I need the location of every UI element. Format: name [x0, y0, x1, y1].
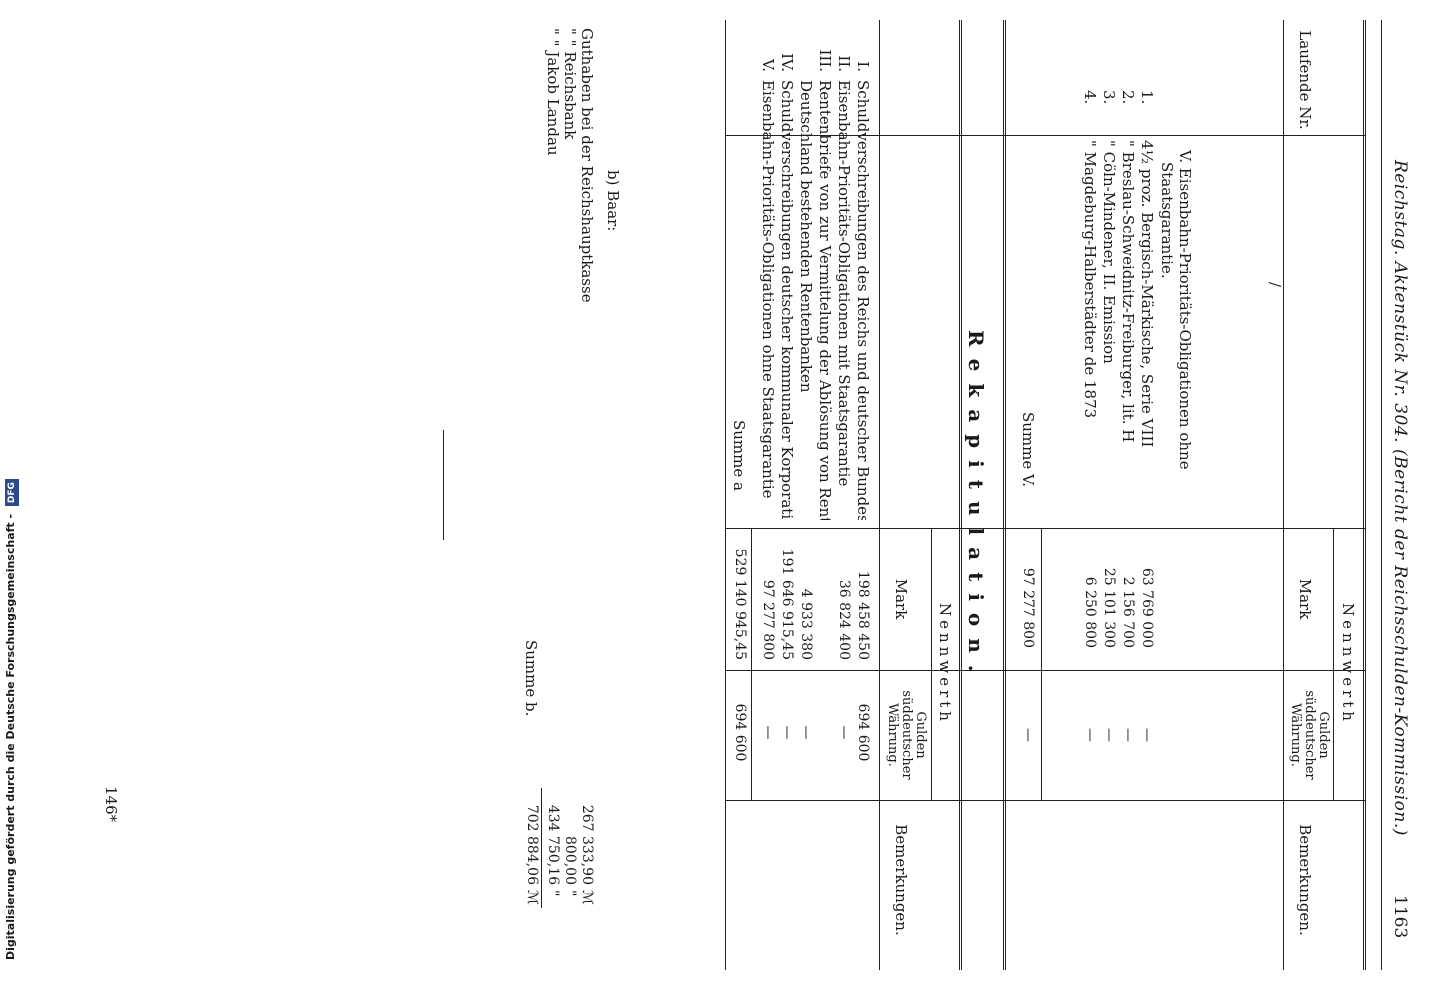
list-item-value: 267 333,90 — [579, 804, 595, 885]
table-row-no: III. — [816, 49, 834, 72]
stray-mark: / — [1266, 282, 1284, 288]
table-row-gulden: — — [1101, 728, 1117, 742]
table-row-mark: 25 101 300 — [1101, 567, 1117, 648]
recap-col-nennwerth-header: Nennwerth — [936, 603, 954, 725]
table-row-desc: Schuldverschreibungen deutscher kommunal… — [778, 80, 796, 520]
sum-b-label: Summe b. — [522, 640, 540, 717]
table-row-desc: " Magdeburg-Halberstädter de 1873 — [1081, 140, 1099, 419]
recap-col-bem-header: Bemerkungen. — [892, 824, 910, 936]
list-item: " " Jakob Landau — [544, 28, 562, 156]
list-item: " " Reichsbank — [561, 28, 579, 140]
table-row-desc: Schuldverschreibungen des Reichs und deu… — [854, 80, 872, 520]
list-item: Guthaben bei der Reichshauptkasse — [578, 28, 596, 303]
section-title: V. Eisenbahn-Prioritäts-Obligationen ohn… — [1158, 150, 1194, 470]
list-item-value: 434 750,16 — [545, 804, 561, 885]
col-bem-header: Bemerkungen. — [1296, 824, 1314, 936]
table-row-gulden: — — [798, 725, 814, 740]
recap-title: Rekapitulation. — [964, 330, 988, 684]
table-row-desc: Eisenbahn-Prioritäts-Obligationen ohne S… — [759, 80, 777, 499]
recap-col-mark-header: Mark — [892, 578, 910, 620]
table-row-gulden: — — [836, 725, 852, 740]
list-item-unit: " — [545, 890, 561, 897]
col-gulden-header: Gulden süddeutscher Währung. — [1288, 690, 1331, 780]
table-row-gulden: 694 600 — [855, 703, 871, 762]
sum-b-unit: ℳ — [524, 890, 540, 905]
table-row-no: V. — [759, 59, 777, 72]
table-row-mark: 4 933 380 — [798, 588, 814, 660]
table-row-desc: 4½ proz. Bergisch-Märkische, Serie VIII — [1138, 140, 1156, 448]
sum-v-mark: 97 277 800 — [1020, 567, 1036, 648]
table-row-no: 3. — [1100, 90, 1118, 105]
table-row-no: 4. — [1081, 90, 1099, 105]
table-row-desc: Eisenbahn-Prioritäts-Obligationen mit St… — [835, 80, 853, 487]
table-row-mark: 2 156 700 — [1120, 576, 1136, 648]
table-row-no: I. — [854, 61, 872, 72]
table-row-desc-cont: Deutschland bestehenden Rentenbanken — [797, 80, 815, 393]
page-number: 1163 — [1390, 895, 1410, 939]
footer-page-mark: 146* — [102, 786, 120, 823]
table-row-mark: 6 250 800 — [1082, 576, 1098, 648]
recap-col-gulden-header: Gulden süddeutscher Währung. — [885, 690, 928, 780]
col-mark-header: Mark — [1296, 578, 1314, 620]
sum-a-mark: 529 140 945,45 — [732, 548, 748, 660]
list-item-unit: ℳ — [579, 890, 595, 905]
baar-title: b) Baar: — [604, 170, 622, 232]
table-row-mark: 36 824 400 — [836, 579, 852, 660]
sum-b-value: 702 884,06 — [524, 804, 540, 885]
list-item-unit: " — [562, 890, 578, 897]
sum-v-label: Summe V. — [1019, 412, 1037, 488]
sum-v-gulden: — — [1020, 728, 1036, 742]
table-row-mark: 191 646 915,45 — [779, 548, 795, 660]
table-row-mark: 97 277 800 — [760, 579, 776, 660]
sum-a-label: Summe a — [730, 420, 748, 491]
table-row-gulden: — — [779, 725, 795, 740]
table-row-no: 2. — [1119, 90, 1137, 105]
table-row-gulden: — — [1120, 728, 1136, 742]
table-row-no: II. — [835, 55, 853, 72]
table-row-desc: " Cöln-Mindener, II. Emission — [1100, 140, 1118, 364]
dfg-sidebar-text: Digitalisierung gefördert durch die Deut… — [4, 513, 17, 960]
table-row-gulden: — — [1082, 728, 1098, 742]
dfg-sidebar: Digitalisierung gefördert durch die Deut… — [0, 0, 22, 1000]
list-item-value: 800,00 — [562, 836, 578, 885]
page-header: Reichstag. Aktenstück Nr. 304. (Bericht … — [1390, 160, 1410, 836]
table-row-gulden: — — [1139, 728, 1155, 742]
sum-a-gulden: 694 600 — [732, 703, 748, 762]
table-row-no: 1. — [1138, 90, 1156, 105]
col-nennwerth-header: Nennwerth — [1339, 603, 1357, 725]
table-row-desc: " Breslau-Schweidnitz-Freiburger, lit. H — [1119, 140, 1137, 443]
table-row-gulden: — — [760, 725, 776, 740]
table-row-desc: Rentenbriefe von zur Vermittelung der Ab… — [816, 80, 834, 520]
table-row-mark: 63 769 000 — [1139, 567, 1155, 648]
table-row-no: IV. — [778, 53, 796, 72]
col-lfd-header: Laufende Nr. — [1296, 30, 1314, 130]
dfg-logo: DFG — [5, 479, 19, 507]
table-row-mark: 198 458 450 — [855, 570, 871, 660]
